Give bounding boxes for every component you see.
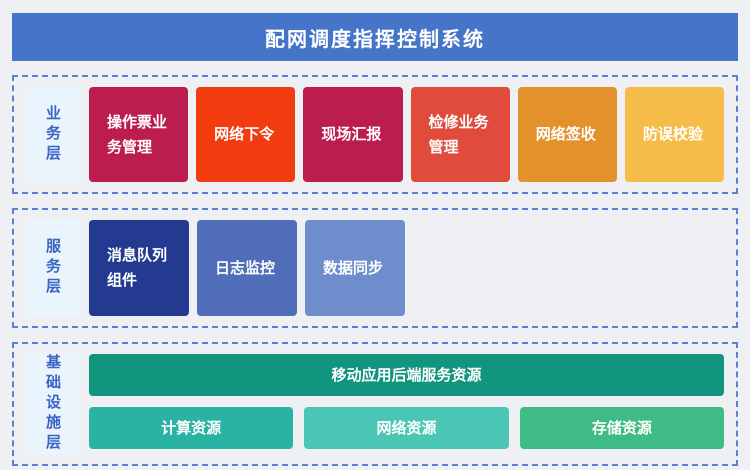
business-layer-label: 业务层 [26, 87, 81, 182]
business-layer-section: 业务层 操作票业务管理 网络下令 现场汇报 检修业务管理 网络签收 防误校验 [12, 75, 738, 194]
box-network-resources: 网络资源 [304, 407, 509, 449]
page-title: 配网调度指挥控制系统 [265, 26, 485, 51]
infrastructure-layer-label: 基础设施层 [26, 354, 81, 454]
box-data-sync: 数据同步 [305, 220, 405, 316]
service-layer-label: 服务层 [26, 220, 81, 316]
service-layer-content: 消息队列组件 日志监控 数据同步 [89, 220, 724, 316]
box-network-sign-off: 网络签收 [517, 87, 617, 182]
box-site-report: 现场汇报 [303, 87, 403, 182]
box-log-monitoring: 日志监控 [197, 220, 297, 316]
box-message-queue-component: 消息队列组件 [89, 220, 189, 316]
service-layer-section: 服务层 消息队列组件 日志监控 数据同步 [12, 208, 738, 328]
box-error-prevention-check: 防误校验 [624, 87, 725, 182]
business-layer-content: 操作票业务管理 网络下令 现场汇报 检修业务管理 网络签收 防误校验 [89, 87, 725, 182]
box-storage-resources: 存储资源 [519, 407, 724, 449]
infrastructure-layer-section: 基础设施层 移动应用后端服务资源 计算资源 网络资源 存储资源 [12, 342, 738, 466]
box-operation-ticket-management: 操作票业务管理 [89, 87, 189, 182]
infrastructure-layer-content: 移动应用后端服务资源 计算资源 网络资源 存储资源 [89, 354, 724, 454]
title-bar: 配网调度指挥控制系统 [12, 13, 738, 61]
box-network-order: 网络下令 [196, 87, 296, 182]
box-mobile-app-backend-service-resources: 移动应用后端服务资源 [89, 354, 724, 396]
box-compute-resources: 计算资源 [89, 407, 294, 449]
box-maintenance-business-management: 检修业务管理 [410, 87, 510, 182]
